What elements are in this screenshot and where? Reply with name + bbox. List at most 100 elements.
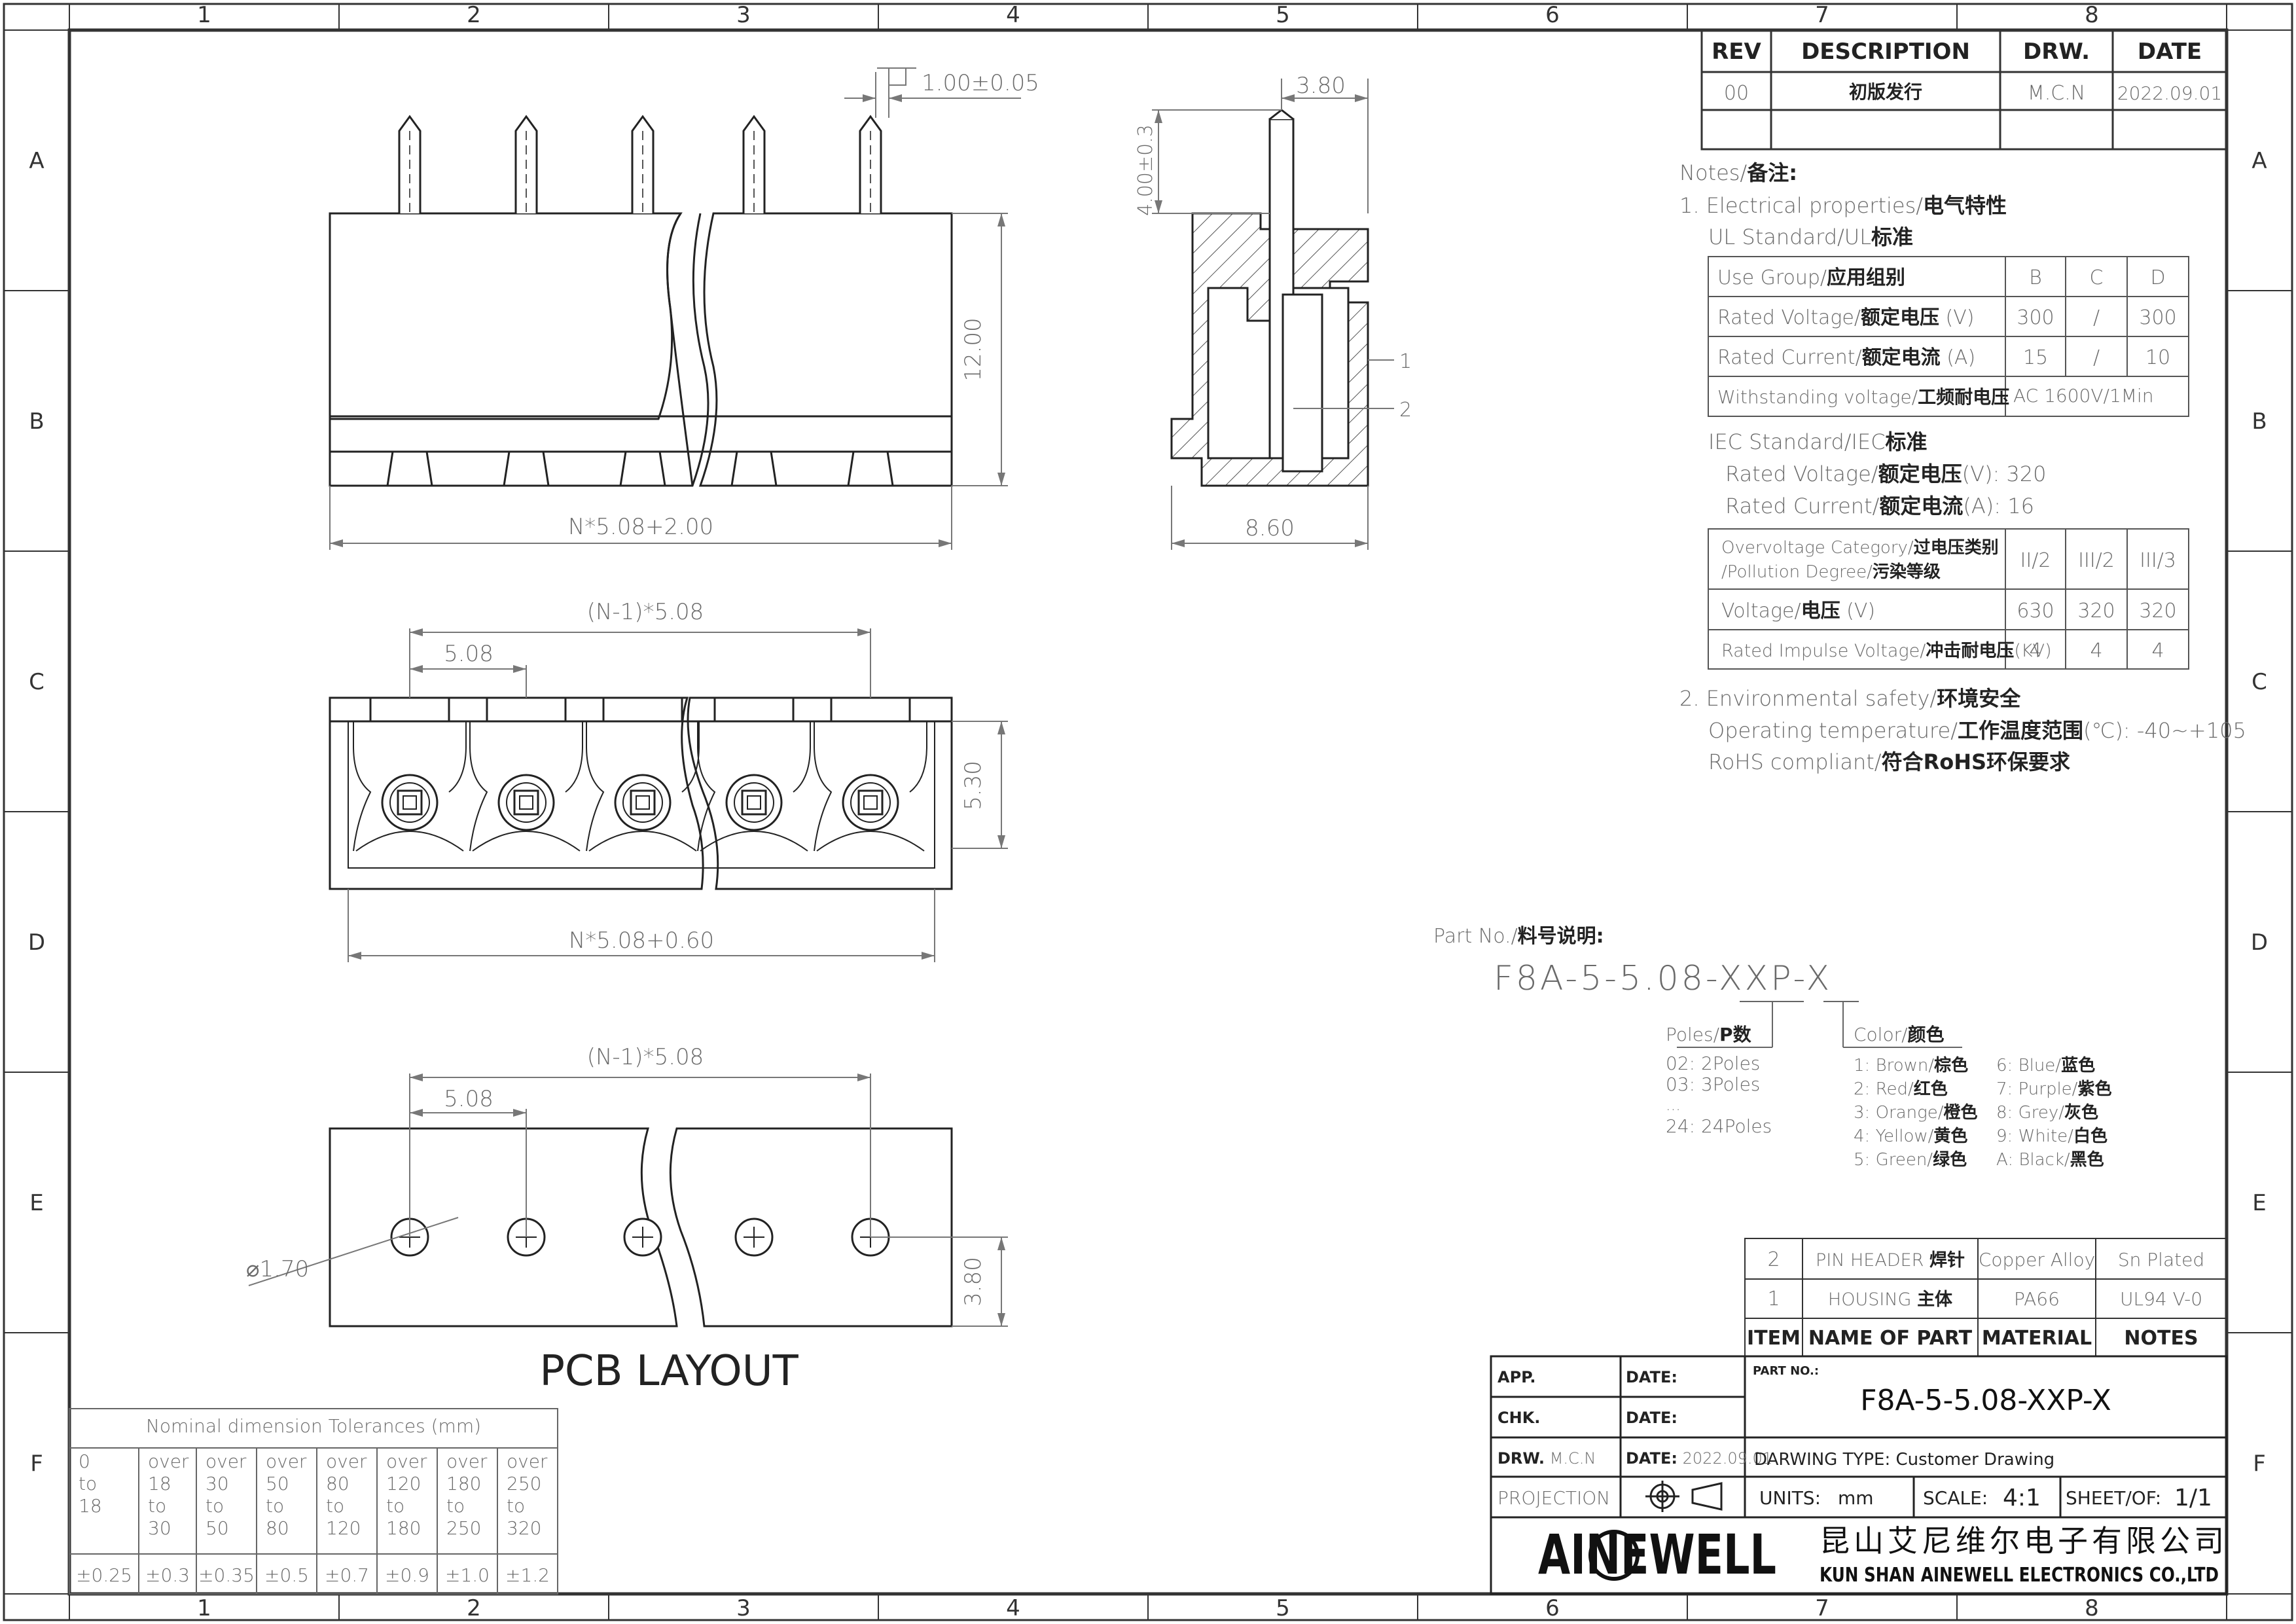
revision-table: REV DESCRIPTION DRW. DATE 00 初版发行 M.C.N … [1700, 29, 2228, 151]
tolerance-range: 250 [446, 1517, 481, 1539]
iec-row-label: Voltage/电压 (V) [1721, 600, 1875, 623]
tolerance-range: 120 [386, 1473, 421, 1494]
tolerance-value: ±0.9 [385, 1564, 429, 1586]
tolerance-value: ±0.3 [145, 1564, 190, 1586]
bom-item: 2 [1767, 1248, 1780, 1271]
iec-cell: 4 [2151, 640, 2164, 662]
frame-column-label: 6 [1545, 2, 1560, 28]
screw-square-inner [519, 795, 533, 810]
scale-label: SCALE: [1923, 1487, 1988, 1509]
frame-row-label: F [30, 1451, 43, 1477]
tolerance-range: 50 [206, 1517, 229, 1539]
color-label: Color/颜色 [1854, 1024, 1945, 1045]
part-number-label: Part No./料号说明: [1433, 925, 1604, 948]
screw-square [397, 789, 423, 816]
bom-name: HOUSING 主体 [1828, 1290, 1953, 1310]
ul-table: Use Group/应用组别 B C D Rated Voltage/额定电压 … [1717, 266, 2177, 408]
bom-material: PA66 [2014, 1288, 2060, 1310]
top-view [329, 628, 1008, 962]
chk-label: CHK. [1498, 1409, 1540, 1427]
iec-cell: 320 [2139, 600, 2176, 623]
tolerance-range: to [446, 1495, 465, 1517]
dim-hole-diameter: ⌀1.70 [246, 1256, 309, 1282]
iec-cell: 320 [2077, 600, 2115, 623]
terminal-arc [355, 831, 464, 852]
part-no-value: F8A-5-5.08-XXP-X [1860, 1384, 2111, 1417]
terminal-top-slot [830, 696, 911, 723]
tolerance-range: 30 [206, 1473, 229, 1494]
drw-field: DRW. M.C.N [1498, 1449, 1596, 1468]
ul-cell: D [2150, 266, 2165, 289]
screw-square [630, 789, 656, 816]
iec-current-line: Rated Current/额定电流(A): 16 [1725, 494, 2034, 518]
date-label: DATE: [1626, 1368, 1677, 1386]
terminal-profile [697, 721, 811, 852]
color-list: 1: Brown/棕色2: Red/红色3: Orange/橙色4: Yello… [1854, 1055, 2111, 1170]
ul-cell: 300 [2139, 306, 2176, 329]
frame-column-label: 4 [1006, 2, 1020, 28]
scale-value: 4:1 [2003, 1485, 2041, 1511]
screw-inner [506, 782, 547, 823]
frame-column-label: 2 [467, 1595, 481, 1621]
screw-square-inner [403, 795, 417, 810]
iec-cell: 630 [2017, 600, 2054, 623]
poles-label: Poles/P数 [1666, 1024, 1752, 1045]
screw-square [741, 789, 767, 816]
tolerance-range: 50 [266, 1473, 289, 1494]
dim-height: 12.00 [960, 317, 986, 381]
color-option: 1: Brown/棕色 [1854, 1055, 1968, 1075]
screw-square [857, 789, 884, 816]
side-view [1152, 79, 1394, 550]
ul-cell: 300 [2017, 306, 2054, 329]
frame-column-label: 7 [1815, 1595, 1829, 1621]
frame-row-label: B [29, 408, 44, 435]
ul-row-label: Withstanding voltage/工频耐电压 [1717, 386, 2009, 408]
date-value: 2022.09.01 [2117, 82, 2222, 104]
tolerance-value: ±0.5 [264, 1564, 309, 1586]
iec-table-grid [1708, 528, 2189, 670]
bom-notes: UL94 V-0 [2120, 1288, 2202, 1310]
pcb-layout-title: PCB LAYOUT [539, 1347, 798, 1396]
iec-cell: 4 [2090, 640, 2102, 662]
tolerance-range: over [148, 1451, 189, 1472]
screw-square [513, 789, 539, 816]
color-option: 5: Green/绿色 [1854, 1149, 1967, 1170]
dim-top-depth: 5.30 [960, 761, 986, 810]
iec-cell: 4 [2029, 640, 2041, 662]
tolerance-value: ±1.0 [445, 1564, 490, 1586]
tolerance-range: over [326, 1451, 367, 1472]
frame-column-label: 1 [197, 1595, 211, 1621]
ul-row-label: Rated Current/额定电流 (A) [1717, 346, 1975, 369]
terminal-top-slot [369, 696, 450, 723]
tolerance-range: to [148, 1495, 166, 1517]
color-option: 8: Grey/灰色 [1996, 1102, 2098, 1123]
tolerance-table: Nominal dimension Tolerances (mm) 0to18±… [69, 1408, 558, 1595]
units-label: UNITS: [1759, 1487, 1821, 1509]
ul-standard-heading: UL Standard/UL标准 [1708, 225, 1913, 249]
ul-table-grid [1708, 256, 2189, 417]
iec-row-label: Overvoltage Category/过电压类别 [1721, 538, 1999, 558]
frame-row-label: C [2251, 669, 2267, 695]
dim-side-top: 3.80 [1296, 73, 1346, 99]
callout-1: 1 [1399, 350, 1412, 373]
units-value: mm [1838, 1487, 1874, 1509]
terminal-arc [588, 831, 697, 852]
tolerance-range: over [386, 1451, 427, 1472]
tolerance-range: 180 [446, 1473, 481, 1494]
ul-cell: 10 [2145, 346, 2170, 369]
terminal-top-slot [713, 696, 795, 723]
color-option: 2: Red/红色 [1854, 1079, 1948, 1099]
poles-option: ... [1666, 1096, 1681, 1114]
environmental-heading: 2. Environmental safety/环境安全 [1679, 686, 2021, 711]
ul-cell: B [2029, 266, 2042, 289]
terminal-profile [814, 721, 927, 852]
bom-table: 2 PIN HEADER 焊针 Copper Alloy Sn Plated 1… [1744, 1238, 2227, 1357]
iec-row-label-2: /Pollution Degree/污染等级 [1721, 562, 1941, 582]
frame-row-label: E [2252, 1190, 2266, 1216]
poles-option: 02: 2Poles [1666, 1053, 1760, 1074]
callout-2: 2 [1399, 399, 1412, 422]
description-value: 初版发行 [1849, 81, 1922, 103]
date-header: DATE [2138, 39, 2202, 65]
